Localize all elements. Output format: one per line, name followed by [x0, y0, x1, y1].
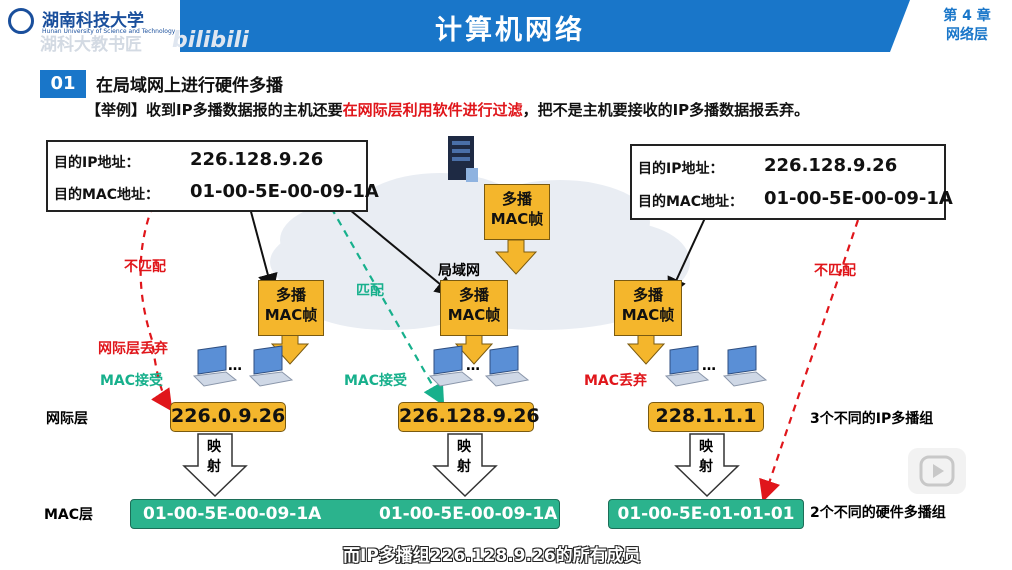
ip-group-box: 228.1.1.1: [648, 402, 764, 432]
frame-line2: MAC帧: [447, 306, 501, 324]
left-mac-value: 01-00-5E-00-09-1A: [190, 181, 379, 202]
example-suffix: ，把不是主机要接收的IP多播数据报丢弃。: [522, 101, 810, 119]
mac-accept-label-left: MAC接受: [100, 373, 164, 389]
university-name-en: Hunan University of Science and Technolo…: [42, 28, 176, 35]
mapping-line2: 射: [457, 459, 471, 475]
frame-line2: MAC帧: [490, 210, 544, 228]
frame-line1: 多播: [632, 286, 663, 304]
mac-group-box-left: 01-00-5E-00-09-1A 01-00-5E-00-09-1A: [130, 499, 560, 529]
lan-label: 局域网: [438, 263, 480, 279]
mac-group-value: 01-00-5E-00-09-1A: [143, 504, 322, 524]
section-number: 01: [40, 70, 86, 98]
mismatch-right-label: 不匹配: [814, 263, 856, 279]
laptop-icon: [248, 345, 294, 387]
frame-line1: 多播: [501, 190, 532, 208]
laptop-icon: [484, 345, 530, 387]
frame-line2: MAC帧: [621, 306, 675, 324]
ellipsis: …: [466, 358, 480, 374]
frame-line1: 多播: [275, 286, 306, 304]
multicast-frame-right: 多播 MAC帧: [614, 280, 682, 336]
server-icon: [448, 136, 478, 182]
ip-group-box: 226.0.9.26: [170, 402, 286, 432]
slide-title: 计算机网络: [435, 15, 585, 46]
ip-group-box: 226.128.9.26: [398, 402, 540, 432]
watermark-author: 湖科大教书匠: [40, 35, 142, 55]
net-layer-label: 网际层: [46, 411, 88, 427]
ellipsis: …: [228, 358, 242, 374]
university-seal-icon: [8, 8, 34, 34]
left-mac-label: 目的MAC地址：: [54, 187, 160, 203]
chapter-name: 网络层: [946, 27, 988, 43]
watermark-bilibili: bilibili: [172, 28, 249, 53]
left-address-box: 目的IP地址： 226.128.9.26 目的MAC地址： 01-00-5E-0…: [46, 140, 379, 212]
mapping-line1: 映: [699, 439, 713, 455]
mapping-label: 映射: [699, 436, 713, 476]
mapping-line1: 映: [207, 439, 221, 455]
example-prefix: 【举例】收到IP多播数据报的主机还要: [86, 101, 343, 119]
right-mac-label: 目的MAC地址：: [638, 194, 744, 210]
mapping-label: 映射: [457, 436, 471, 476]
laptop-icon: [722, 345, 768, 387]
right-address-box: 目的IP地址： 226.128.9.26 目的MAC地址： 01-00-5E-0…: [630, 144, 953, 220]
mac-group-box-right: 01-00-5E-01-01-01: [608, 499, 804, 529]
mapping-line2: 射: [699, 459, 713, 475]
video-subtitle: 而IP多播组226.128.9.26的所有成员: [343, 546, 641, 566]
mac-accept-label-middle: MAC接受: [344, 373, 408, 389]
mac-groups-note: 2个不同的硬件多播组: [810, 505, 946, 521]
ip-groups-note: 3个不同的IP多播组: [810, 411, 934, 427]
chapter-label: 第 4 章 网络层: [922, 7, 1012, 45]
mac-group-value: 01-00-5E-00-09-1A: [379, 504, 558, 524]
laptop-icon: [192, 345, 238, 387]
chapter-tab: [910, 0, 1012, 52]
left-ip-label: 目的IP地址：: [54, 155, 140, 171]
left-ip-value: 226.128.9.26: [190, 149, 324, 170]
ellipsis: …: [702, 358, 716, 374]
mapping-label: 映射: [207, 436, 221, 476]
laptop-icon: [664, 345, 710, 387]
mac-drop-label: MAC丢弃: [584, 373, 648, 389]
multicast-frame-left: 多播 MAC帧: [258, 280, 324, 336]
multicast-frame-middle: 多播 MAC帧: [440, 280, 508, 336]
university-name: 湖南科技大学: [42, 11, 144, 31]
play-icon: [919, 455, 955, 487]
example-text: 【举例】收到IP多播数据报的主机还要在网际层利用软件进行过滤，把不是主机要接收的…: [86, 99, 809, 120]
frame-line2: MAC帧: [264, 306, 318, 324]
play-button[interactable]: [908, 448, 966, 494]
chapter-number: 第 4 章: [943, 8, 991, 24]
match-label: 匹配: [356, 283, 384, 299]
net-drop-label: 网际层丢弃: [98, 341, 168, 357]
frame-line1: 多播: [458, 286, 489, 304]
right-mac-value: 01-00-5E-00-09-1A: [764, 188, 953, 209]
example-highlight: 在网际层利用软件进行过滤: [342, 101, 523, 119]
lan-cloud: [270, 173, 690, 330]
laptop-icon: [428, 345, 474, 387]
mapping-line2: 射: [207, 459, 221, 475]
right-ip-label: 目的IP地址：: [638, 161, 724, 177]
right-ip-value: 226.128.9.26: [764, 155, 898, 176]
mapping-line1: 映: [457, 439, 471, 455]
mismatch-left-label: 不匹配: [124, 259, 166, 275]
section-title: 在局域网上进行硬件多播: [96, 76, 283, 96]
mac-layer-label: MAC层: [44, 507, 94, 523]
server-multicast-frame: 多播 MAC帧: [484, 184, 550, 240]
